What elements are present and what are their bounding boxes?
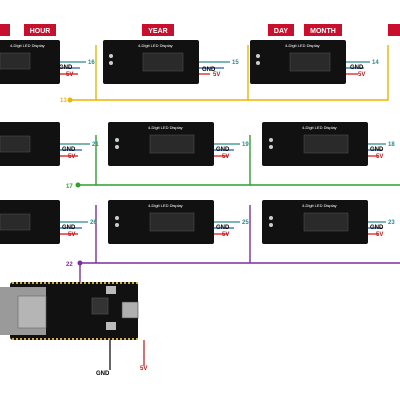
row1-pins-3: 14 GND 5V	[346, 60, 379, 78]
svg-text:GND: GND	[370, 225, 384, 231]
svg-text:GND: GND	[62, 147, 76, 153]
svg-text:GND: GND	[370, 147, 384, 153]
svg-text:4-Digit LED Display: 4-Digit LED Display	[148, 203, 183, 208]
svg-text:4-Digit LED Display: 4-Digit LED Display	[138, 43, 173, 48]
svg-text:18: 18	[388, 142, 395, 148]
bus-13-dot	[67, 97, 73, 103]
svg-text:22: 22	[66, 262, 73, 268]
svg-text:5V: 5V	[358, 72, 365, 78]
label-hour: HOUR	[0, 24, 56, 36]
wire-bus-17-drops	[95, 135, 251, 185]
svg-text:14: 14	[372, 60, 379, 66]
led-display-hour: 4-Digit LED Display	[0, 40, 60, 84]
svg-text:5V: 5V	[68, 232, 75, 238]
row3-pins-3: 23 GND 5V	[368, 220, 395, 238]
label-year: YEAR	[142, 24, 174, 36]
svg-text:GND: GND	[216, 147, 230, 153]
svg-text:16: 16	[88, 60, 95, 66]
svg-text:4-Digit LED Display: 4-Digit LED Display	[10, 43, 45, 48]
svg-text:5V: 5V	[376, 154, 383, 160]
svg-text:15: 15	[232, 60, 239, 66]
led-display-r2-1	[0, 122, 60, 166]
row1-pins-1: 16 GND 5V	[59, 60, 95, 78]
bus-22-dot	[77, 260, 83, 266]
label-offscreen	[388, 24, 400, 36]
led-display-day-month: 4-Digit LED Display	[250, 40, 346, 84]
svg-text:4-Digit LED Display: 4-Digit LED Display	[302, 125, 337, 130]
led-display-r3-3: 4-Digit LED Display	[262, 200, 368, 244]
svg-text:GND: GND	[96, 371, 110, 377]
svg-text:23: 23	[388, 220, 395, 226]
svg-text:5V: 5V	[213, 72, 220, 78]
wire-bus-13c	[248, 45, 389, 101]
svg-text:26: 26	[90, 220, 97, 226]
row2-pins-2: 19 GND 5V	[214, 142, 249, 160]
esp32-board	[0, 282, 139, 340]
led-display-r2-2: 4-Digit LED Display	[108, 122, 214, 166]
row2-pins-3: 18 GND 5V	[368, 142, 395, 160]
label-month: MONTH	[304, 24, 342, 36]
svg-text:GND: GND	[59, 65, 73, 71]
svg-text:21: 21	[92, 142, 99, 148]
svg-text:MONTH: MONTH	[310, 28, 336, 35]
svg-text:GND: GND	[202, 67, 216, 73]
led-display-r2-3: 4-Digit LED Display	[262, 122, 368, 166]
led-display-year: 4-Digit LED Display	[103, 40, 199, 84]
svg-text:DAY: DAY	[274, 28, 288, 35]
svg-text:17: 17	[66, 184, 73, 190]
svg-text:13: 13	[60, 98, 67, 104]
row2-pins-1: 21 GND 5V	[60, 142, 99, 160]
led-display-r3-2: 4-Digit LED Display	[108, 200, 214, 244]
svg-text:GND: GND	[62, 225, 76, 231]
row3-pins-2: 25 GND 5V	[214, 220, 249, 238]
svg-text:YEAR: YEAR	[148, 28, 167, 35]
svg-text:5V: 5V	[222, 232, 229, 238]
svg-text:5V: 5V	[140, 366, 147, 372]
wire-bus-13	[70, 45, 97, 101]
label-day: DAY	[268, 24, 294, 36]
svg-text:5V: 5V	[222, 154, 229, 160]
row3-pins-1: 26 GND 5V	[60, 220, 97, 238]
svg-text:GND: GND	[350, 65, 364, 71]
svg-text:4-Digit LED Display: 4-Digit LED Display	[285, 43, 320, 48]
svg-text:4-Digit LED Display: 4-Digit LED Display	[302, 203, 337, 208]
svg-text:5V: 5V	[68, 154, 75, 160]
led-display-r3-1	[0, 200, 60, 244]
svg-text:GND: GND	[216, 225, 230, 231]
row1-pins-2: 15 GND 5V	[199, 60, 239, 78]
svg-text:5V: 5V	[376, 232, 383, 238]
svg-text:5V: 5V	[66, 72, 73, 78]
svg-text:19: 19	[242, 142, 249, 148]
svg-text:25: 25	[242, 220, 249, 226]
svg-text:4-Digit LED Display: 4-Digit LED Display	[148, 125, 183, 130]
svg-text:HOUR: HOUR	[30, 28, 51, 35]
bus-17-dot	[75, 182, 81, 188]
